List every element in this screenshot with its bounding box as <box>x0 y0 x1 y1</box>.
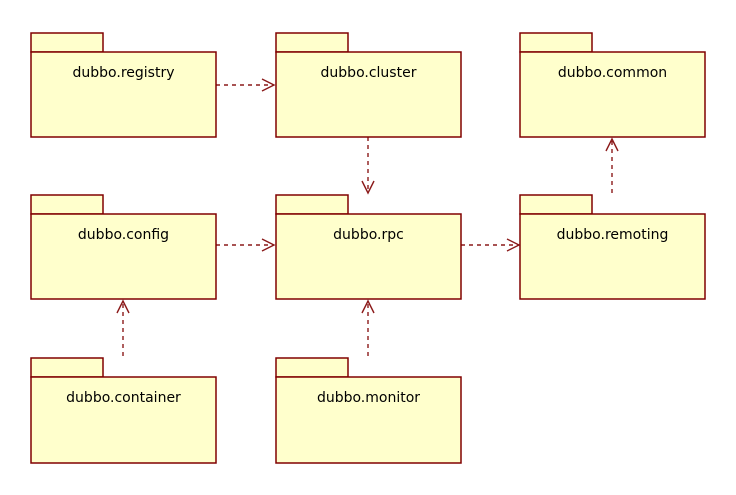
package-label: dubbo.registry <box>73 65 175 81</box>
dependency-registry-to-cluster <box>216 78 276 92</box>
package-label: dubbo.cluster <box>321 65 417 81</box>
package-monitor: dubbo.monitor <box>275 357 462 464</box>
dependency-rpc-to-remoting <box>461 238 521 252</box>
package-registry: dubbo.registry <box>30 32 217 138</box>
package-label: dubbo.monitor <box>317 390 420 406</box>
dependency-remoting-to-common <box>605 137 619 193</box>
dependency-container-to-config <box>116 299 130 356</box>
package-rpc: dubbo.rpc <box>275 194 462 300</box>
dependency-config-to-rpc <box>216 238 276 252</box>
package-config: dubbo.config <box>30 194 217 300</box>
package-common: dubbo.common <box>519 32 706 138</box>
package-label: dubbo.rpc <box>333 227 404 243</box>
dependency-cluster-to-rpc <box>361 137 375 195</box>
package-label: dubbo.container <box>66 390 181 406</box>
package-label: dubbo.common <box>558 65 667 81</box>
package-cluster: dubbo.cluster <box>275 32 462 138</box>
dependency-monitor-to-rpc <box>361 299 375 356</box>
package-label: dubbo.config <box>78 227 169 243</box>
package-remoting: dubbo.remoting <box>519 194 706 300</box>
package-container: dubbo.container <box>30 357 217 464</box>
package-label: dubbo.remoting <box>557 227 669 243</box>
